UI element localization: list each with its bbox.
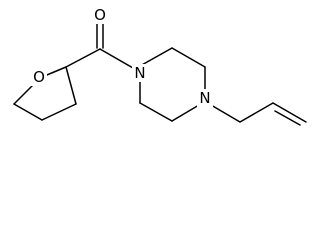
- bond-ca-cb: [171, 47, 206, 68]
- bond-ch2-ch: [239, 102, 274, 123]
- bond-n4-ch2: [210, 104, 241, 123]
- atom-label-carbonyl-oxygen: O: [94, 6, 106, 24]
- bond-c2-c3: [65, 66, 77, 105]
- atom-carbonyl-oxygen: O: [92, 6, 108, 24]
- atom-ring-oxygen: O: [31, 68, 47, 86]
- bond-carbonyl-n1: [99, 48, 134, 69]
- atom-piperazine-n4: N: [197, 89, 213, 107]
- bond-c2-carbonyl: [65, 48, 101, 68]
- atom-piperazine-n1: N: [132, 64, 148, 82]
- atom-label-ring-oxygen: O: [33, 68, 45, 86]
- bond-n4-cc: [171, 104, 200, 122]
- bond-c3-c4: [41, 103, 77, 121]
- allyl-chain: [210, 102, 307, 126]
- bond-ch-ch2-double-b: [274, 110, 301, 126]
- molecule-structure: O O N N: [13, 6, 307, 126]
- bond-c4-c5: [13, 103, 43, 121]
- piperazine-ring: [139, 47, 206, 122]
- bond-ch-ch2-double-a: [272, 102, 307, 123]
- bond-cc-cd: [139, 102, 173, 122]
- bond-n1-ca: [139, 47, 173, 67]
- atom-label-piperazine-n4: N: [199, 89, 210, 107]
- atom-label-piperazine-n1: N: [134, 64, 145, 82]
- carbonyl-group: [65, 22, 134, 69]
